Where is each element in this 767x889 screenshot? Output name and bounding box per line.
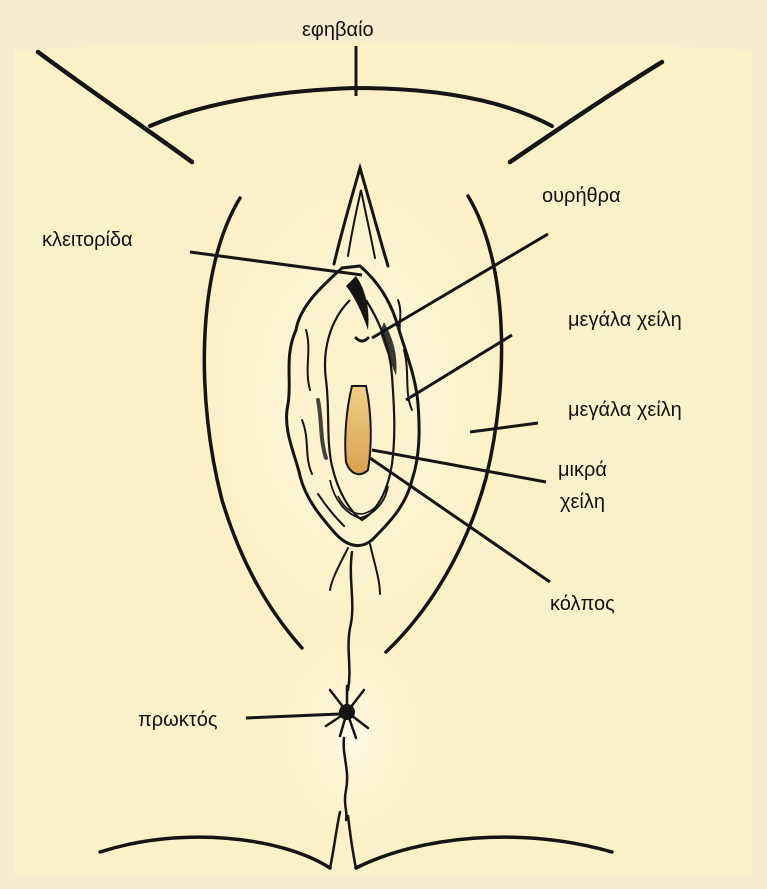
- label-labia-minora-line1: μικρά: [558, 458, 607, 482]
- label-vagina: κόλπος: [550, 592, 615, 616]
- lower-highlight: [272, 625, 432, 845]
- label-anus: πρωκτός: [138, 708, 217, 732]
- label-labia-majora-2: μεγάλα χείλη: [568, 398, 682, 422]
- label-pubis: εφηβαίο: [302, 18, 374, 42]
- label-clitoris: κλειτορίδα: [42, 228, 133, 252]
- label-labia-majora-1: μεγάλα χείλη: [568, 308, 682, 332]
- label-labia-minora-line2: χείλη: [560, 490, 605, 514]
- vaginal-opening: [345, 386, 371, 474]
- label-urethra: ουρήθρα: [542, 184, 621, 208]
